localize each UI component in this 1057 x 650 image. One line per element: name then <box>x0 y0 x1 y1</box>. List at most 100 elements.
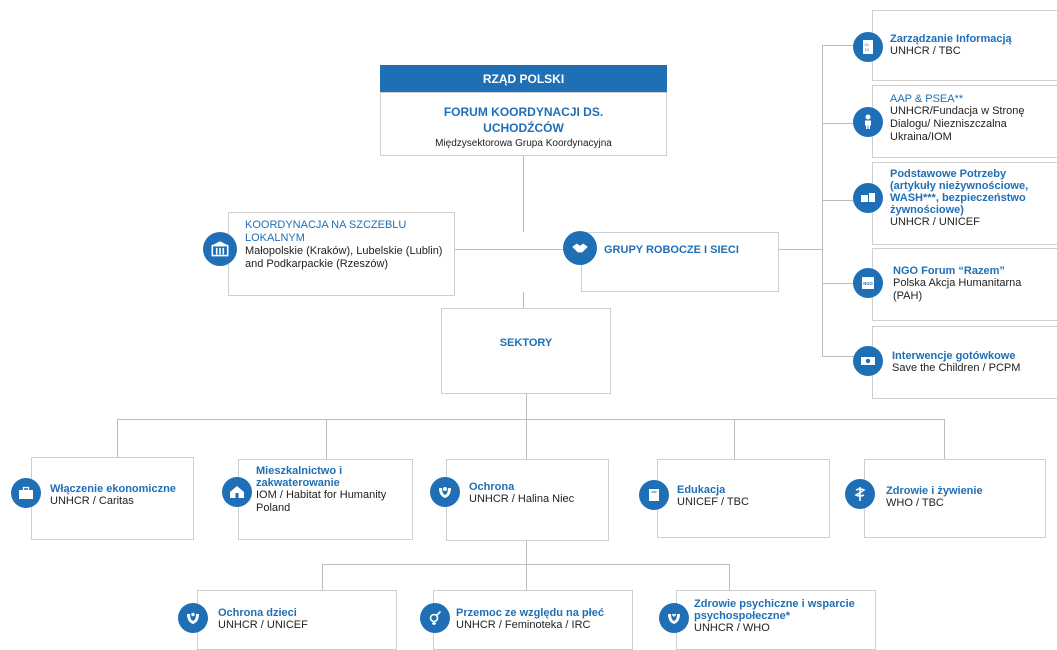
sector-text: Zdrowie i żywienie WHO / TBC <box>886 485 1042 510</box>
sector-housing <box>238 459 413 540</box>
sector-leads: UNHCR / Halina Niec <box>469 493 575 505</box>
subsector-title: Przemoc ze względu na płeć <box>456 607 604 619</box>
forum-title: FORUM KOORDYNACJI DS. UCHODŹCÓW <box>443 105 604 135</box>
group-info-management <box>872 10 1057 81</box>
connector <box>523 156 524 232</box>
connector <box>822 123 872 124</box>
connector <box>944 419 945 459</box>
sector-title: Zdrowie i żywienie <box>886 485 983 497</box>
connector <box>822 45 823 357</box>
group-title: Interwencje gotówkowe <box>892 350 1016 362</box>
connector <box>822 283 872 284</box>
group-aap-psea <box>872 85 1057 158</box>
subsector-leads: UNHCR / UNICEF <box>218 619 308 631</box>
group-text: Podstawowe Potrzeby (artykuły nieżywnośc… <box>890 168 1054 229</box>
local-coordination-box <box>228 212 455 296</box>
connector <box>326 419 327 459</box>
group-leads: Polska Akcja Humanitarna (PAH) <box>893 277 1022 302</box>
government-header: RZĄD POLSKI <box>380 65 667 92</box>
connector <box>322 564 729 565</box>
sector-health <box>864 459 1046 538</box>
sector-text: Ochrona UNHCR / Halina Niec <box>469 481 607 506</box>
connector <box>526 394 527 419</box>
svg-text:NGO: NGO <box>863 281 873 286</box>
mental-health-icon <box>659 603 689 633</box>
svg-text:01: 01 <box>865 42 870 47</box>
protection-icon <box>430 477 460 507</box>
person-icon <box>853 107 883 137</box>
group-leads: UNHCR / UNICEF <box>890 216 980 228</box>
connector <box>734 419 735 459</box>
sector-title: Edukacja <box>677 484 726 496</box>
group-basic-needs <box>872 162 1057 245</box>
subsector-leads: UNHCR / Feminoteka / IRC <box>456 619 591 631</box>
subsector-leads: UNHCR / WHO <box>694 622 770 634</box>
supplies-icon <box>853 183 883 213</box>
connector <box>117 419 944 420</box>
group-text: Zarządzanie Informacją UNHCR / TBC <box>890 33 1055 58</box>
connector <box>117 419 118 457</box>
connector <box>523 292 524 308</box>
subsector-text: Przemoc ze względu na płeć UNHCR / Femin… <box>456 607 631 632</box>
briefcase-icon <box>11 478 41 508</box>
subsector-mental-health <box>676 590 876 650</box>
sector-leads: UNHCR / Caritas <box>50 495 134 507</box>
sector-text: Włączenie ekonomiczne UNHCR / Caritas <box>50 483 195 508</box>
group-title: Zarządzanie Informacją <box>890 33 1012 45</box>
government-forum-box: FORUM KOORDYNACJI DS. UCHODŹCÓW Międzyse… <box>380 92 667 156</box>
health-icon <box>845 479 875 509</box>
subsector-gbv <box>433 590 633 650</box>
connector <box>822 200 872 201</box>
group-text: Interwencje gotówkowe Save the Children … <box>892 350 1054 375</box>
working-groups-box <box>581 232 779 292</box>
sector-leads: WHO / TBC <box>886 497 944 509</box>
subsector-title: Ochrona dzieci <box>218 607 297 619</box>
subsector-text: Zdrowie psychiczne i wsparcie psychospoł… <box>694 598 874 635</box>
sector-text: Mieszkalnictwo i zakwaterowanie IOM / Ha… <box>256 465 408 515</box>
sectors-box: SEKTORY <box>441 308 611 394</box>
connector <box>779 249 822 250</box>
subsector-text: Ochrona dzieci UNHCR / UNICEF <box>218 607 393 632</box>
group-title: NGO Forum “Razem” <box>893 265 1005 277</box>
subsector-title: Zdrowie psychiczne i wsparcie psychospoł… <box>694 598 855 622</box>
sector-title: Mieszkalnictwo i zakwaterowanie <box>256 465 343 489</box>
group-cash <box>872 326 1057 399</box>
group-text: NGO Forum “Razem” Polska Akcja Humanitar… <box>893 265 1053 303</box>
forum-subtitle: Międzysektorowa Grupa Koordynacyjna <box>435 138 612 149</box>
handshake-icon <box>563 231 597 265</box>
connector <box>322 564 323 590</box>
sector-leads: UNICEF / TBC <box>677 496 749 508</box>
group-leads: UNHCR / TBC <box>890 45 961 57</box>
book-icon <box>639 480 669 510</box>
sector-education <box>657 459 830 538</box>
connector <box>822 45 872 46</box>
group-ngo-forum <box>872 248 1057 321</box>
local-text: KOORDYNACJA NA SZCZEBLU LOKALNYM Małopol… <box>245 219 445 271</box>
connector <box>455 249 581 250</box>
connector <box>526 541 527 564</box>
group-title: AAP & PSEA** <box>890 93 964 105</box>
sector-title: Włączenie ekonomiczne <box>50 483 176 495</box>
ngo-icon: NGO <box>853 268 883 298</box>
group-leads: Save the Children / PCPM <box>892 362 1021 374</box>
sectors-title: SEKTORY <box>499 337 553 349</box>
sector-text: Edukacja UNICEF / TBC <box>677 484 827 509</box>
connector <box>526 419 527 459</box>
svg-text:10: 10 <box>865 47 870 52</box>
gender-icon <box>420 603 450 633</box>
group-text: AAP & PSEA** UNHCR/Fundacja w Stronę Dia… <box>890 93 1052 144</box>
group-leads: UNHCR/Fundacja w Stronę Dialogu/ Nieznis… <box>890 105 1025 143</box>
cash-icon <box>853 346 883 376</box>
building-icon <box>203 232 237 266</box>
house-icon <box>222 477 252 507</box>
sector-title: Ochrona <box>469 481 515 493</box>
sector-protection <box>446 459 609 541</box>
local-title: KOORDYNACJA NA SZCZEBLU LOKALNYM <box>245 219 407 244</box>
connector <box>822 356 872 357</box>
sector-leads: IOM / Habitat for Humanity Poland <box>256 489 387 514</box>
connector <box>526 564 527 590</box>
working-groups-title: GRUPY ROBOCZE I SIECI <box>604 244 739 256</box>
connector <box>729 564 730 590</box>
child-protection-icon <box>178 603 208 633</box>
